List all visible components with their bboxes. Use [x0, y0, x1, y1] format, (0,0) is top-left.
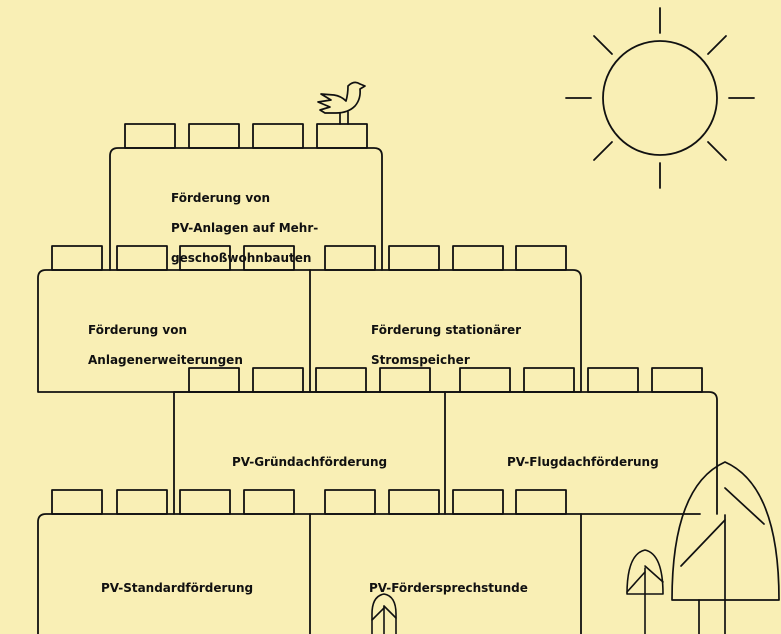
block-standard-shape[interactable]: [37, 513, 311, 634]
block-gruendach-shape[interactable]: [173, 391, 446, 515]
block-foerdersprechstunde-label[interactable]: PV-Fördersprechstunde: [369, 566, 528, 611]
block-mehrgeschoss-label[interactable]: Förderung von PV-Anlagen auf Mehr- gesch…: [171, 176, 318, 281]
studs-row4: [51, 489, 567, 515]
tree-icon: [671, 461, 780, 634]
block-label-line: Stromspeicher: [371, 353, 470, 367]
block-label-line: PV-Flugdachförderung: [507, 455, 659, 469]
block-label-line: geschoßwohnbauten: [171, 251, 312, 265]
block-standard-label[interactable]: PV-Standardförderung: [101, 566, 253, 611]
bird-icon: [317, 81, 366, 125]
block-label-line: PV-Anlagen auf Mehr-: [171, 221, 319, 235]
block-flugdach-label[interactable]: PV-Flugdachförderung: [507, 440, 659, 485]
tree-icon: [626, 549, 664, 634]
block-label-line: PV-Standardförderung: [101, 581, 254, 595]
studs-top: [124, 123, 368, 149]
block-label-line: PV-Fördersprechstunde: [369, 581, 528, 595]
block-label-line: PV-Gründachförderung: [232, 455, 388, 469]
block-label-line: Förderung von: [88, 323, 187, 337]
block-mehrgeschoss-shape[interactable]: [109, 147, 383, 271]
block-gruendach-label[interactable]: PV-Gründachförderung: [232, 440, 387, 485]
tree-icon: [371, 593, 397, 634]
block-label-line: Förderung von: [171, 191, 270, 205]
block-stromspeicher-shape[interactable]: [309, 269, 582, 393]
block-label-line: Anlagenerweiterungen: [88, 353, 243, 367]
block-flugdach-shape[interactable]: [444, 391, 718, 515]
block-stromspeicher-label[interactable]: Förderung stationärer Stromspeicher: [371, 308, 521, 383]
block-anlagenerweiterungen-shape[interactable]: [37, 269, 311, 393]
block-anlagenerweiterungen-label[interactable]: Förderung von Anlagenerweiterungen: [88, 308, 243, 383]
block-label-line: Förderung stationärer: [371, 323, 522, 337]
sun-icon: [565, 7, 755, 189]
